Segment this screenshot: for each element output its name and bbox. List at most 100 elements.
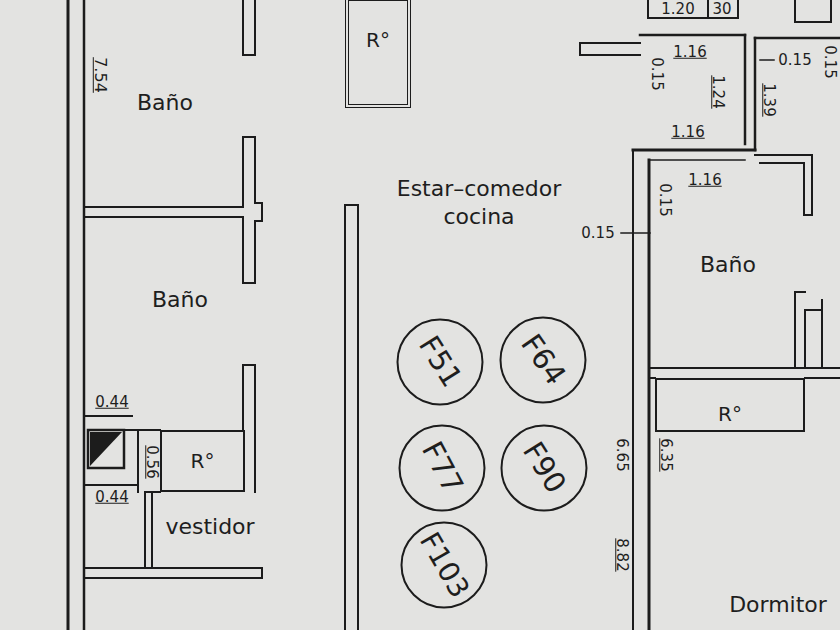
callout-circle: F77 (398, 424, 486, 512)
dimension-label: 30 (712, 1, 731, 18)
dimension-label: 0.15 (778, 52, 811, 69)
wall-line (805, 377, 840, 379)
storage-box: R° (160, 430, 245, 492)
wall-line (754, 38, 757, 150)
dimension-label: 0.44 (95, 489, 128, 506)
shaft-symbol (88, 430, 124, 468)
wall-line (242, 0, 244, 55)
dimension-label: 0.15 (657, 183, 674, 216)
wall-line (261, 568, 263, 578)
wall-line (344, 205, 346, 630)
wall-line (649, 367, 840, 369)
wall-line (795, 291, 805, 293)
dimension-label: 8.82 (614, 538, 631, 571)
callout-circle: F103 (400, 521, 488, 609)
callout-circle: F51 (396, 318, 484, 406)
leader-line (621, 232, 650, 234)
wall-line (261, 203, 263, 221)
wall-line (242, 137, 244, 207)
circle-outline (501, 318, 586, 403)
circle-outline (400, 426, 485, 511)
dimension-label: 1.24 (710, 75, 727, 108)
dimension-label: 1.39 (761, 83, 778, 116)
wall-line (255, 202, 262, 204)
wall-line (243, 136, 255, 138)
leader-line (760, 59, 774, 61)
callout-number: F51 (412, 331, 467, 393)
wall-line (254, 221, 256, 283)
room-name: Baño (152, 288, 208, 312)
wall-line (242, 217, 244, 283)
wall-line (755, 154, 812, 156)
wall-line (125, 429, 160, 431)
storage-box: R° (655, 378, 805, 432)
wall-line (794, 292, 796, 368)
room-name: Baño (700, 253, 756, 277)
wall-line (357, 205, 359, 630)
dimension-label: 6.65 (614, 438, 631, 471)
circle-outline (402, 523, 487, 608)
wall-line (648, 0, 738, 18)
wall-line (243, 364, 255, 366)
dimension-label: 0.15 (649, 57, 666, 90)
circle-outline (502, 426, 587, 511)
wall-line (144, 492, 146, 568)
wall-line (744, 35, 747, 144)
wall-line (151, 492, 153, 568)
dimension-label: 1.20 (661, 1, 694, 18)
dimension-label: 0.15 (822, 45, 839, 78)
callout-number: F77 (415, 437, 468, 499)
wall-line (707, 0, 709, 18)
wall-line (67, 0, 70, 630)
dimension-label: 7.54 (91, 57, 109, 93)
dimension-label: 1.16 (673, 44, 706, 61)
wall-line (86, 415, 132, 417)
wall-line (242, 365, 244, 430)
wall-line (633, 149, 755, 152)
wall-line (755, 37, 840, 40)
storage-mark: R° (366, 29, 390, 51)
wall-line (632, 150, 634, 630)
storage-box: R° (345, 0, 411, 108)
dimension-label: 1.16 (688, 172, 721, 189)
wall-line (804, 214, 812, 216)
wall-line (145, 491, 160, 493)
wall-line (648, 160, 651, 630)
wall-line (86, 484, 138, 486)
dimension-label: 0.44 (95, 394, 128, 411)
wall-line (254, 365, 256, 492)
room-name: Dormitor (729, 593, 827, 617)
wall-line (795, 0, 831, 22)
room-name: Estar–comedor cocina (379, 175, 579, 230)
wall-line (640, 34, 745, 37)
callout-circle: F90 (500, 424, 588, 512)
wall-line (86, 567, 262, 569)
wall-line (345, 204, 358, 206)
wall-line (243, 282, 255, 284)
wall-line (579, 43, 581, 55)
wall-line (83, 0, 86, 630)
dimension-label: 6.35 (658, 438, 675, 471)
wall-line (649, 159, 745, 161)
room-name: vestidor (165, 515, 254, 539)
wall-line (760, 162, 804, 164)
wall-line (804, 310, 806, 368)
callout-circle: F64 (499, 316, 587, 404)
wall-line (805, 309, 822, 311)
wall-line (803, 163, 805, 215)
wall-line (580, 42, 640, 44)
wall-line (821, 300, 823, 368)
wall-line (86, 216, 243, 218)
dimension-label: 1.16 (671, 124, 704, 141)
shaft-symbol (90, 432, 122, 466)
wall-line (86, 206, 243, 208)
wall-line (811, 155, 813, 215)
callout-number: F64 (515, 329, 572, 391)
storage-mark: R° (191, 450, 215, 472)
storage-mark: R° (718, 403, 742, 425)
wall-line (254, 137, 256, 203)
circle-outline (398, 320, 483, 405)
callout-number: F103 (413, 527, 474, 603)
room-name: Baño (137, 91, 193, 115)
